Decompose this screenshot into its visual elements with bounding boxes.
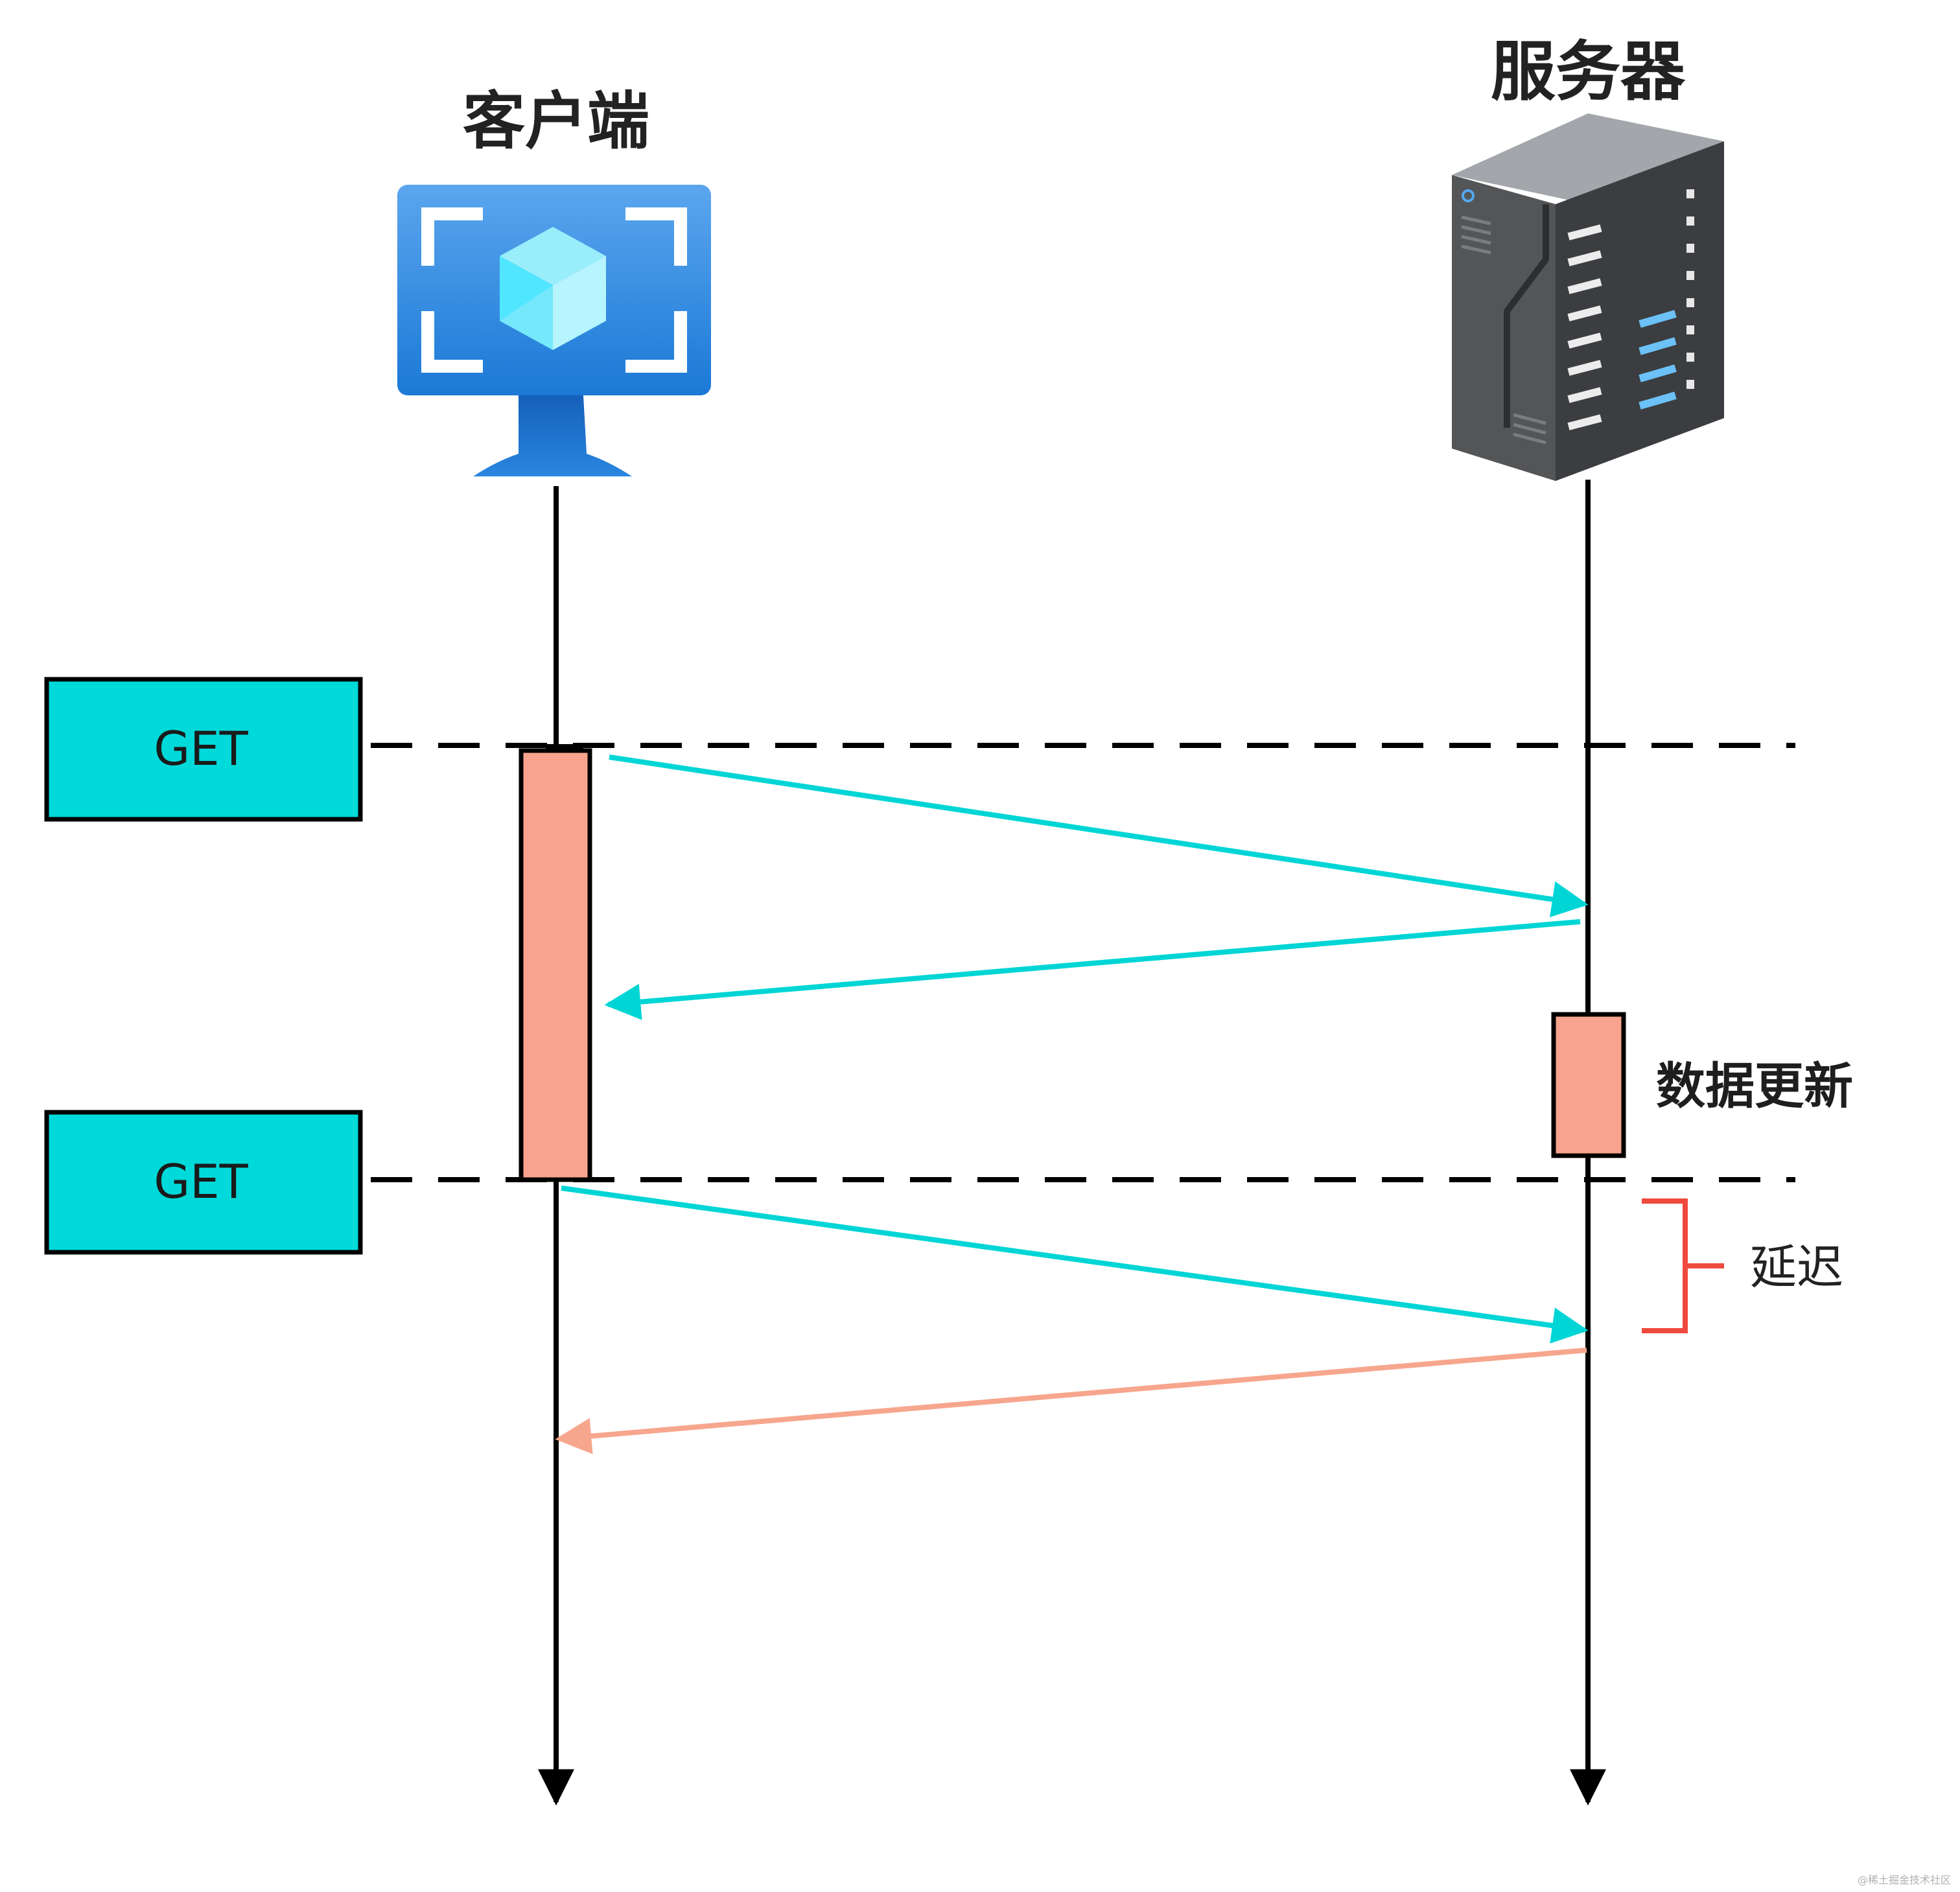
client-title: 客户端 bbox=[463, 85, 649, 158]
client-activation-bar bbox=[519, 748, 592, 1182]
get-label: GET bbox=[154, 721, 248, 776]
response-arrow-1 bbox=[604, 919, 1581, 1020]
monitor-icon bbox=[397, 185, 711, 476]
delay-bracket bbox=[1642, 1198, 1724, 1333]
watermark: @稀土掘金技术社区 bbox=[1858, 1874, 1951, 1886]
server-activation-bar bbox=[1551, 1012, 1626, 1158]
get-request-box: GET bbox=[44, 1110, 363, 1255]
request-arrow-2 bbox=[561, 1185, 1589, 1344]
get-label: GET bbox=[154, 1154, 248, 1209]
server-title: 服务器 bbox=[1491, 34, 1686, 110]
request-arrow-1 bbox=[609, 754, 1589, 918]
activation-cap bbox=[546, 744, 583, 752]
data-update-label: 数据更新 bbox=[1656, 1057, 1853, 1115]
late-response-arrow bbox=[555, 1348, 1587, 1454]
server-rack-icon bbox=[1452, 113, 1724, 481]
get-request-box: GET bbox=[44, 677, 363, 822]
delay-label: 延迟 bbox=[1750, 1240, 1843, 1294]
